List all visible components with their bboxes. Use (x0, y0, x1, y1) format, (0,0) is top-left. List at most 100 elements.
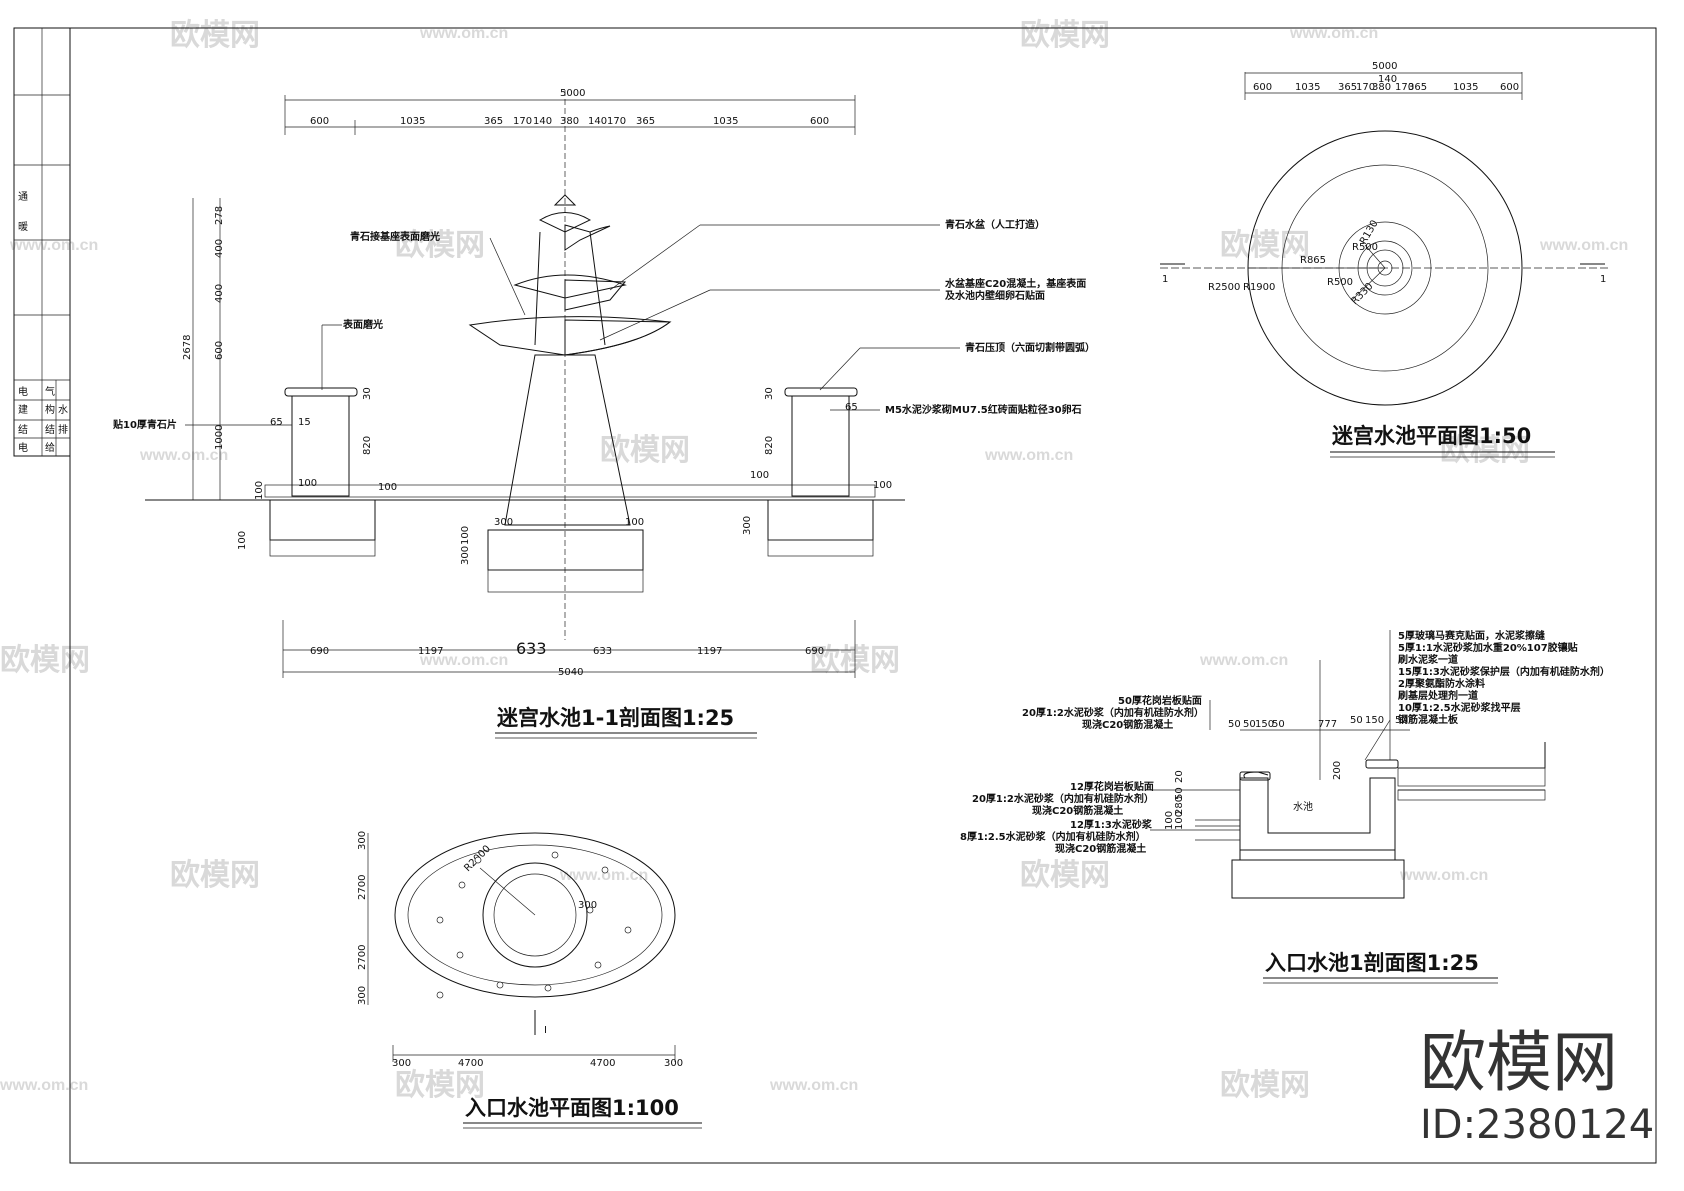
dim: 4700 (590, 1058, 615, 1069)
dim: 820 (764, 436, 775, 455)
title-block-label: 暖 (18, 220, 28, 233)
dim: 50 (1228, 719, 1241, 730)
dim: 150 (1255, 719, 1274, 730)
watermark-text: 欧模网 (600, 434, 690, 467)
watermark-url: www.om.cn (1289, 25, 1378, 42)
dim: 100 (298, 478, 317, 489)
note: 刷基层处理剂一道 (1398, 689, 1478, 702)
dim: 600 (1500, 82, 1519, 93)
note: 现浇C20钢筋混凝土 (1082, 718, 1173, 731)
dim: 50 (1243, 719, 1256, 730)
note: 8厚1:2.5水泥砂浆（内加有机硅防水剂） (960, 830, 1146, 843)
watermark-text: 欧模网 (1220, 229, 1310, 262)
watermark-text: 欧模网 (395, 1069, 485, 1102)
note: 现浇C20钢筋混凝土 (1055, 842, 1146, 855)
watermark-text: 欧模网 (170, 859, 260, 892)
note: 15厚1:3水泥砂浆保护层（内加有机硅防水剂） (1398, 665, 1610, 678)
dim: 30 (764, 387, 775, 400)
radius-label: R500 (1352, 242, 1378, 253)
title-block-label: 气 (45, 385, 55, 398)
dim: 365 (1408, 82, 1427, 93)
title-block-label: 构 (45, 403, 55, 416)
dim: 280 (1174, 796, 1185, 815)
note: 钢筋混凝土板 (1398, 713, 1459, 726)
note: 5厚玻璃马赛克贴面，水泥浆擦缝 (1398, 629, 1545, 642)
dim: 100 (460, 526, 471, 545)
watermark-text: 欧模网 (1020, 859, 1110, 892)
dim: 365 (636, 116, 655, 127)
entry-section: 5厚玻璃马赛克贴面，水泥浆擦缝 5厚1:1水泥砂浆加水重20%107胶镶贴 刷水… (960, 629, 1610, 984)
label-bluestone-basin: 青石水盆（人工打造） (945, 218, 1045, 231)
title-block-label: 结 (18, 423, 28, 436)
id-text: ID:2380124 (1420, 1102, 1654, 1148)
watermark-text: 欧模网 (395, 229, 485, 262)
dim: 1035 (1295, 82, 1320, 93)
note: 现浇C20钢筋混凝土 (1032, 804, 1123, 817)
title-block-label: 电 (18, 385, 28, 398)
watermark-url: www.om.cn (139, 447, 228, 464)
dim: 690 (310, 646, 329, 657)
section-mark: 1 (1162, 274, 1168, 285)
dim: 300 (494, 517, 513, 528)
watermark-url: www.om.cn (9, 237, 98, 254)
note: 10厚1:2.5水泥砂浆找平层 (1398, 701, 1521, 714)
watermark-layer: 欧模网 www.om.cn 欧模网 www.om.cn 欧模网 www.om.c… (0, 19, 1628, 1102)
label-coping: 青石压顶（六面切割带圆弧） (965, 341, 1095, 354)
dim-total: 5000 (1372, 61, 1397, 72)
drawing-title: 迷宫水池平面图1:50 (1331, 424, 1531, 448)
note: 2厚聚氨酯防水涂料 (1398, 677, 1485, 690)
dim: 100 (750, 470, 769, 481)
logo-text: 欧模网 (1420, 1024, 1618, 1101)
watermark-text: 欧模网 (1020, 19, 1110, 52)
dim: 50 (1272, 719, 1285, 730)
dim: 140 (588, 116, 607, 127)
dim: 300 (460, 546, 471, 565)
section-1-1: 5000 600 1035 365 170 140 380 140 170 36… (112, 88, 1095, 739)
dim: 380 (1372, 82, 1391, 93)
note: 12厚1:3水泥砂浆 (1070, 818, 1153, 831)
watermark-text: 欧模网 (1220, 1069, 1310, 1102)
label-surface-polish: 表面磨光 (342, 318, 383, 331)
watermark-url: www.om.cn (769, 1077, 858, 1094)
radius-label: R865 (1300, 255, 1326, 266)
section-mark: I (544, 1025, 547, 1036)
dim: 300 (357, 986, 368, 1005)
watermark-url: www.om.cn (1539, 237, 1628, 254)
dim: 2700 (357, 875, 368, 900)
watermark-url: www.om.cn (419, 652, 508, 669)
radius-label: 300 (578, 900, 597, 911)
dim: 600 (310, 116, 329, 127)
radius-label: R2500 (1208, 282, 1240, 293)
dim: 365 (484, 116, 503, 127)
dim: 150 (1365, 715, 1384, 726)
dim: 4700 (458, 1058, 483, 1069)
label-base-concrete: 水盆基座C20混凝土，基座表面 (944, 277, 1086, 290)
dim: 278 (214, 206, 225, 225)
label-brick-wall: M5水泥沙浆砌MU7.5红砖面贴粒径30卵石 (885, 403, 1082, 416)
dim-left-total: 2678 (182, 335, 193, 360)
radius-label: R1900 (1243, 282, 1275, 293)
dim: 633 (516, 639, 547, 658)
title-block-label: 通 (18, 191, 28, 203)
dim: 65 (845, 402, 858, 413)
title-block-label: 排 (58, 423, 68, 436)
dim: 365 (1338, 82, 1357, 93)
watermark-url: www.om.cn (1399, 867, 1488, 884)
title-block: 建 结 电 给 排 水 暖 通 气 电 结 构 (13, 27, 71, 457)
dim: 1000 (214, 425, 225, 450)
dim: 1197 (697, 646, 722, 657)
radius-label: R500 (1327, 277, 1353, 288)
watermark-url: www.om.cn (1199, 652, 1288, 669)
watermark-text: 欧模网 (1440, 434, 1530, 467)
dim: 50 (1395, 715, 1408, 726)
label-base-concrete-2: 及水池内壁细卵石贴面 (945, 289, 1045, 302)
dim: 380 (560, 116, 579, 127)
dim: 100 (873, 480, 892, 491)
dim: 100 (237, 531, 248, 550)
section-mark: 1 (1600, 274, 1606, 285)
dim: 140 (1378, 74, 1397, 85)
dim: 140 (533, 116, 552, 127)
dim: 300 (357, 831, 368, 850)
dim: 20 (1174, 770, 1185, 783)
watermark-url: www.om.cn (559, 867, 648, 884)
